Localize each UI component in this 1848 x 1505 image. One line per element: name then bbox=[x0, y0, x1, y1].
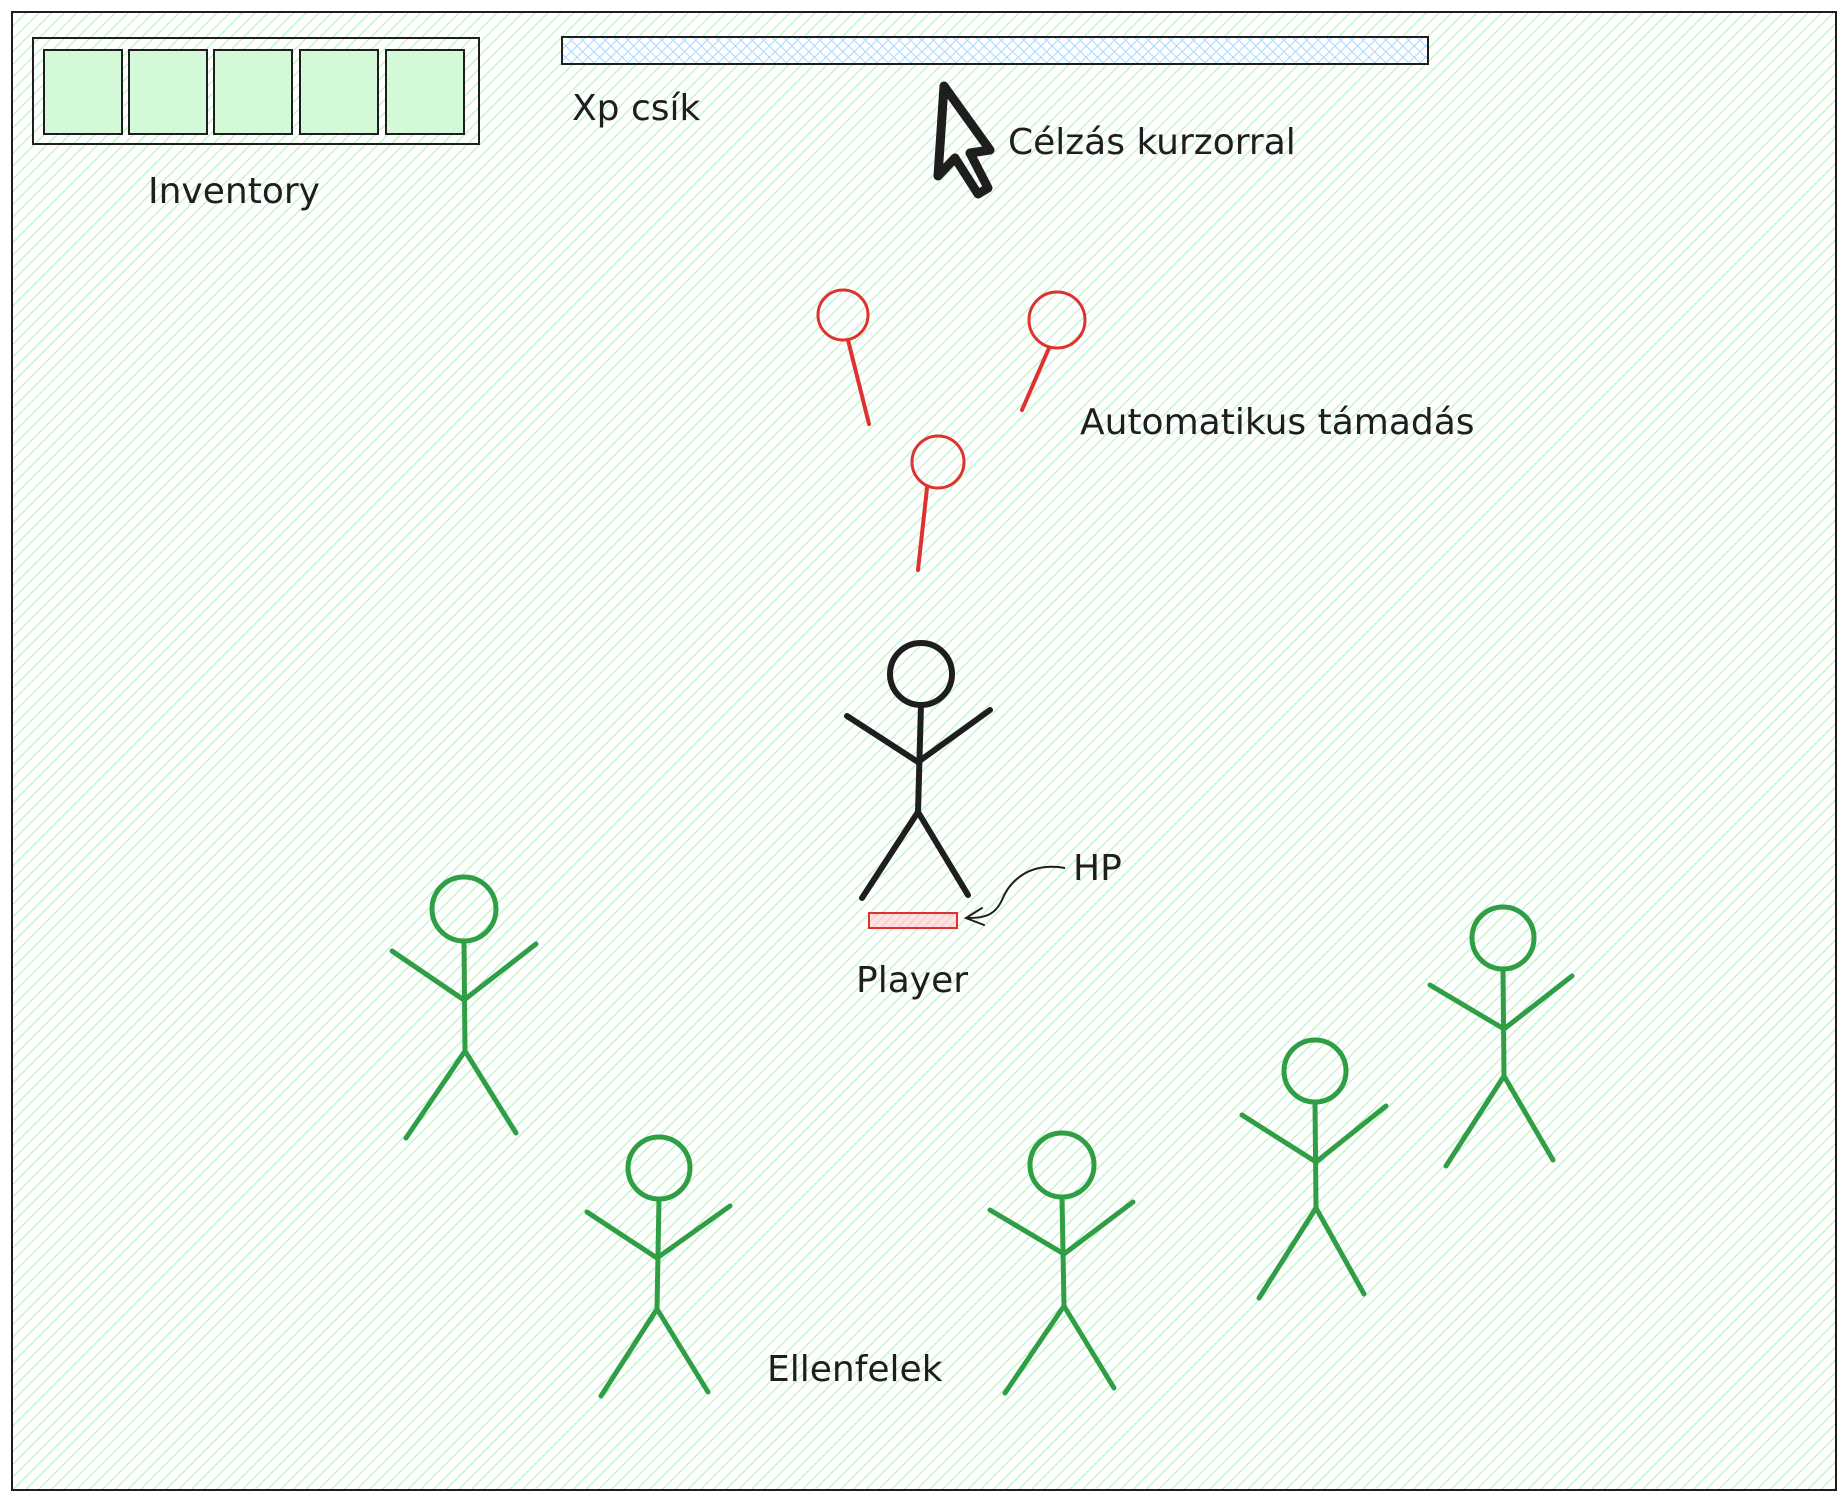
arrow-head-icon bbox=[963, 907, 985, 926]
inventory-slot[interactable] bbox=[128, 49, 208, 135]
inventory: Inventory bbox=[32, 37, 480, 212]
xp-bar-track bbox=[561, 36, 1429, 65]
enemy bbox=[1239, 1037, 1389, 1301]
hp-arrow bbox=[967, 865, 1066, 919]
player-figure bbox=[844, 640, 993, 901]
player-label: Player bbox=[856, 960, 968, 1001]
aim-label: Célzás kurzorral bbox=[1008, 122, 1296, 163]
hp-bar bbox=[868, 912, 958, 929]
inventory-label: Inventory bbox=[148, 171, 320, 212]
projectile bbox=[910, 434, 966, 572]
auto-attack: Automatikus támadás bbox=[816, 288, 1475, 572]
enemy bbox=[987, 1130, 1136, 1396]
projectile bbox=[1020, 290, 1087, 412]
cursor-arrow-icon bbox=[933, 81, 995, 199]
game-screen bbox=[11, 11, 1837, 1491]
inventory-slot[interactable] bbox=[385, 49, 465, 135]
xp-bar: Xp csík bbox=[561, 36, 1429, 129]
inventory-slot[interactable] bbox=[43, 49, 123, 135]
enemies-label: Ellenfelek bbox=[767, 1349, 943, 1390]
auto-attack-label: Automatikus támadás bbox=[1080, 402, 1475, 443]
inventory-slot[interactable] bbox=[213, 49, 293, 135]
enemy bbox=[1427, 904, 1575, 1169]
xp-bar-label: Xp csík bbox=[572, 88, 701, 129]
aim-annotation: Célzás kurzorral bbox=[933, 81, 1296, 199]
hp-label: HP bbox=[1073, 848, 1122, 889]
enemy bbox=[389, 874, 539, 1141]
enemies: Ellenfelek bbox=[389, 874, 1575, 1399]
projectile bbox=[816, 288, 871, 426]
inventory-slot[interactable] bbox=[299, 49, 379, 135]
inventory-frame bbox=[32, 37, 480, 145]
player: HP Player bbox=[844, 640, 1122, 1001]
enemy bbox=[584, 1134, 733, 1399]
